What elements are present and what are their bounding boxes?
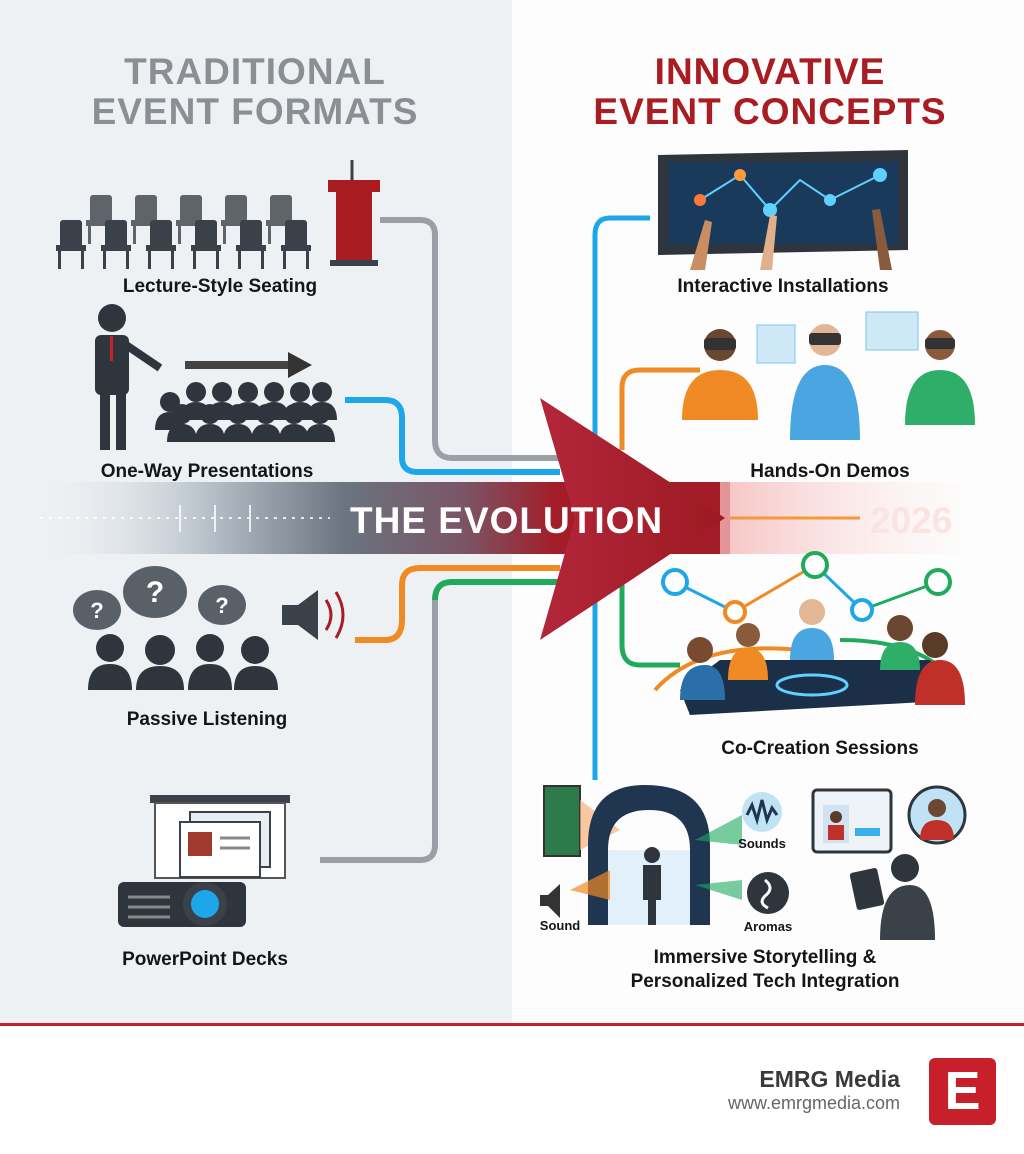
- right-title-line1: INNOVATIVE: [654, 51, 886, 92]
- label-immersive-line2: Personalized Tech Integration: [630, 971, 900, 992]
- evolution-banner-text: THE EVOLUTION: [350, 500, 664, 541]
- label-powerpoint-decks: PowerPoint Decks: [122, 949, 288, 970]
- touchscreen-wall-icon: [658, 150, 908, 270]
- svg-text:?: ?: [146, 576, 164, 609]
- label-immersive-line1: Immersive Storytelling &: [653, 947, 877, 968]
- connector-gray-top: [380, 217, 560, 461]
- footer-divider: [0, 1023, 1024, 1026]
- label-one-way-presentations: One-Way Presentations: [100, 461, 314, 482]
- year-label: 2026: [870, 500, 953, 541]
- left-title: TRADITIONAL EVENT FORMATS: [40, 52, 470, 132]
- label-interactive-installations: Interactive Installations: [677, 276, 889, 297]
- connector-blue-right: [592, 215, 650, 780]
- label-co-creation-sessions: Co-Creation Sessions: [721, 738, 919, 759]
- immersive-tunnel-icon: [540, 785, 967, 940]
- sublabel-sound: Sound: [539, 918, 581, 933]
- label-hands-on-demos: Hands-On Demos: [750, 461, 910, 482]
- brand-name: EMRG Media: [759, 1066, 900, 1092]
- sublabel-aromas: Aromas: [743, 919, 793, 934]
- presenter-audience-icon: [95, 304, 337, 450]
- connector-orange-right: [619, 367, 700, 450]
- connector-orange-left: [355, 565, 560, 643]
- evolution-arrow: [540, 398, 725, 640]
- label-lecture-style-seating: Lecture-Style Seating: [122, 276, 318, 297]
- right-title: INNOVATIVE EVENT CONCEPTS: [545, 52, 995, 132]
- brand-url[interactable]: www.emrgmedia.com: [727, 1093, 900, 1113]
- collaboration-table-icon: [653, 551, 965, 715]
- left-title-line2: EVENT FORMATS: [91, 91, 419, 132]
- vr-headset-people-icon: [682, 311, 975, 440]
- connector-blue-left: [345, 397, 560, 475]
- brand-logo: E: [929, 1058, 996, 1125]
- question-audience-icon: ? ? ?: [73, 566, 345, 690]
- label-passive-listening: Passive Listening: [126, 709, 288, 730]
- svg-text:?: ?: [90, 598, 103, 623]
- connector-gray-bottom: [320, 600, 438, 863]
- chairs-podium-icon: [56, 160, 380, 269]
- right-title-line2: EVENT CONCEPTS: [593, 91, 947, 132]
- svg-text:?: ?: [215, 593, 228, 618]
- connector-green-left: [432, 579, 560, 700]
- sublabel-sounds: Sounds: [738, 836, 786, 851]
- projector-slides-icon: [118, 795, 290, 927]
- left-title-line1: TRADITIONAL: [124, 51, 386, 92]
- connector-green-right: [619, 560, 680, 668]
